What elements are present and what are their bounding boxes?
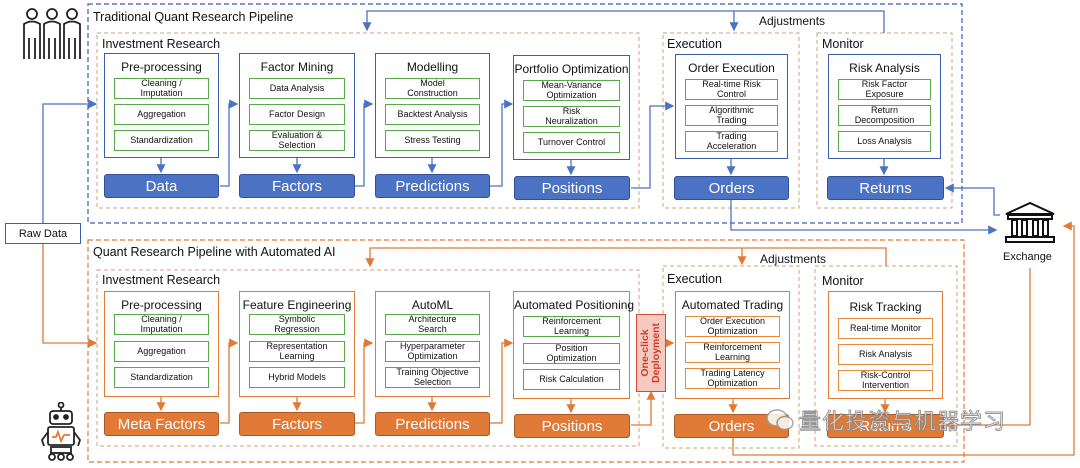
one-click-deployment: One-click Deployment: [636, 314, 666, 392]
robot-icon: [38, 401, 84, 462]
top-execution-label: Execution: [667, 37, 722, 51]
bottom-stage-automated-trading: Automated Trading Order Execution Optimi…: [675, 291, 790, 399]
stage-title: Modelling: [406, 60, 459, 74]
top-adjustments-label: Adjustments: [759, 14, 826, 28]
stage-item: Data Analysis: [249, 78, 345, 99]
stage-item: Return Decomposition: [838, 105, 931, 126]
stage-title: Pre-processing: [121, 60, 202, 74]
top-stage-risk-analysis: Risk Analysis Risk Factor Exposure Retur…: [828, 54, 941, 159]
people-icon: [20, 4, 84, 64]
stage-item: Stress Testing: [385, 130, 480, 151]
top-monitor-label: Monitor: [822, 37, 864, 51]
stage-item: Cleaning / Imputation: [114, 314, 209, 335]
stage-item: Hyperparameter Optimization: [385, 341, 480, 362]
stage-item: Risk Factor Exposure: [838, 79, 931, 100]
stage-item: Symbolic Regression: [249, 314, 345, 335]
stage-title: Pre-processing: [121, 298, 202, 312]
raw-data-box: Raw Data: [5, 223, 81, 244]
stage-title: Risk Tracking: [849, 300, 922, 314]
stage-item: Aggregation: [114, 341, 209, 362]
stage-item: Standardization: [114, 130, 209, 151]
output-returns: Returns: [827, 414, 944, 438]
output-factors: Factors: [239, 174, 355, 198]
stage-item: Risk Neuralization: [523, 106, 620, 127]
top-stage-order-execution: Order Execution Real-time Risk Control A…: [675, 54, 788, 159]
stage-item: Trading Latency Optimization: [685, 368, 780, 389]
output-factors: Factors: [239, 412, 355, 436]
stage-item: Training Objective Selection: [385, 367, 480, 388]
stage-title: Automated Positioning: [514, 298, 635, 312]
stage-item: Loss Analysis: [838, 131, 931, 152]
stage-item: Position Optimization: [523, 343, 620, 364]
stage-item: Model Construction: [385, 78, 480, 99]
stage-item: Aggregation: [114, 104, 209, 125]
stage-item: Real-time Monitor: [838, 318, 933, 339]
bottom-pipeline-title: Quant Research Pipeline with Automated A…: [93, 245, 336, 259]
stage-title: Risk Analysis: [849, 61, 920, 75]
stage-item: Risk Calculation: [523, 369, 620, 390]
watermark: 量化投资与机器学习: [765, 400, 1045, 440]
bottom-investment-research-label: Investment Research: [102, 273, 221, 287]
bottom-adjustments-label: Adjustments: [760, 252, 827, 266]
stage-item: Reinforcement Learning: [685, 342, 780, 363]
stage-title: Feature Engineering: [242, 298, 352, 312]
output-positions: Positions: [514, 176, 630, 200]
stage-title: Portfolio Optimization: [514, 62, 629, 76]
bottom-monitor-label: Monitor: [822, 274, 864, 288]
bottom-stage-automated-positioning: Automated Positioning Reinforcement Lear…: [513, 291, 635, 399]
stage-item: Algorithmic Trading: [685, 105, 778, 126]
deployment-label: One-click Deployment: [639, 322, 662, 384]
output-returns: Returns: [827, 176, 944, 200]
stage-item: Evaluation & Selection: [249, 130, 345, 151]
output-positions: Positions: [514, 414, 630, 438]
bottom-execution-label: Execution: [667, 272, 722, 286]
stage-item: Order Execution Optimization: [685, 316, 780, 337]
top-stage-portfolio-optimization: Portfolio Optimization Mean-Variance Opt…: [513, 55, 630, 160]
top-stage-preprocessing: Pre-processing Cleaning / Imputation Agg…: [104, 53, 219, 158]
stage-title: AutoML: [411, 298, 454, 312]
top-stage-modelling: Modelling Model Construction Backtest An…: [375, 53, 490, 158]
stage-title: Automated Trading: [681, 298, 784, 312]
output-predictions: Predictions: [375, 412, 490, 436]
stage-item: Hybrid Models: [249, 367, 345, 388]
bottom-stage-feature-engineering: Feature Engineering Symbolic Regression …: [239, 291, 355, 397]
stage-item: Reinforcement Learning: [523, 316, 620, 337]
stage-item: Trading Acceleration: [685, 131, 778, 152]
bottom-stage-automl: AutoML Architecture Search Hyperparamete…: [375, 291, 490, 397]
stage-item: Turnover Control: [523, 132, 620, 153]
chat-bubble-icon: [766, 409, 794, 431]
stage-item: Backtest Analysis: [385, 104, 480, 125]
output-predictions: Predictions: [375, 174, 490, 198]
output-data: Data: [104, 174, 219, 198]
stage-title: Factor Mining: [260, 60, 334, 74]
stage-item: Cleaning / Imputation: [114, 78, 209, 99]
stage-item: Factor Design: [249, 104, 345, 125]
top-investment-research-label: Investment Research: [102, 37, 221, 51]
stage-item: Risk Analysis: [838, 344, 933, 365]
stage-item: Representation Learning: [249, 341, 345, 362]
stage-title: Order Execution: [688, 61, 775, 75]
stage-item: Architecture Search: [385, 314, 480, 335]
output-orders: Orders: [674, 176, 789, 200]
stage-item: Real-time Risk Control: [685, 79, 778, 100]
top-pipeline-title: Traditional Quant Research Pipeline: [93, 10, 294, 24]
bank-icon: [998, 200, 1062, 246]
stage-item: Mean-Variance Optimization: [523, 80, 620, 101]
output-meta-factors: Meta Factors: [104, 412, 219, 436]
exchange-label: Exchange: [1003, 251, 1052, 263]
watermark-text: 量化投资与机器学习: [798, 410, 1007, 436]
bottom-stage-risk-tracking: Risk Tracking Real-time Monitor Risk Ana…: [828, 291, 943, 399]
top-stage-factor-mining: Factor Mining Data Analysis Factor Desig…: [239, 53, 355, 158]
stage-item: Standardization: [114, 367, 209, 388]
bottom-stage-preprocessing: Pre-processing Cleaning / Imputation Agg…: [104, 291, 219, 397]
stage-item: Risk-Control Intervention: [838, 370, 933, 391]
